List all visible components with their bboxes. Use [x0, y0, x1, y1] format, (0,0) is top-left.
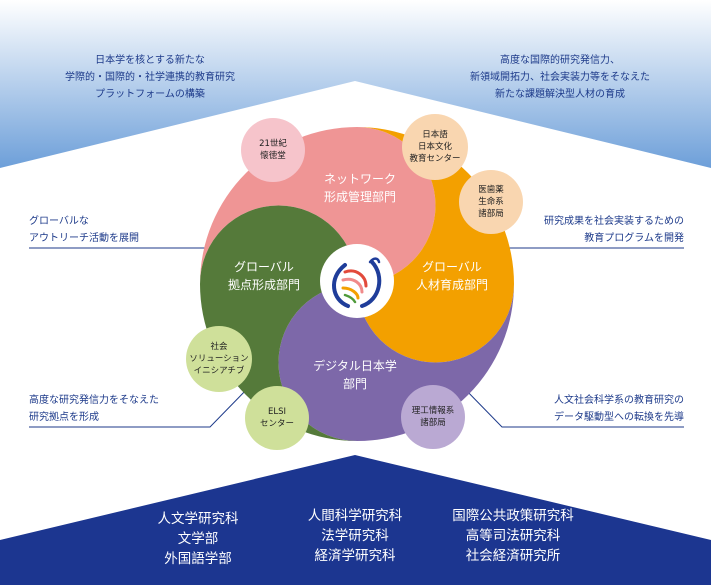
note-line: データ駆動型への転換を先導 [554, 412, 684, 423]
note-mid-right: 研究成果を社会実装するための 教育プログラムを開発 [484, 213, 684, 247]
note-line: 新たな課題解決型人材の育成 [495, 89, 625, 100]
note-line: 学際的・国際的・社学連携的教育研究 [65, 72, 235, 83]
satellite-japanese-center-label: 日本語日本文化教育センター [409, 130, 461, 164]
note-line: 新領域開拓力、社会実装力等をそなえた [470, 72, 650, 83]
satellite-science-circle [401, 385, 465, 449]
segment-digital-label: デジタル日本学部門 [313, 359, 397, 391]
note-line: 高度な研究発信力をそなえた [29, 395, 159, 406]
faculty-item: 経済学研究科 [314, 548, 396, 564]
faculty-item: 外国語学部 [164, 551, 232, 567]
satellite-elsi-circle [245, 386, 309, 450]
satellite-science-label: 理工情報系諸部局 [411, 406, 455, 428]
note-line: 高度な国際的研究発信力、 [500, 55, 620, 66]
satellite-medical-circle [459, 170, 523, 234]
segment-global-hub-label: グローバル拠点形成部門 [227, 260, 300, 292]
satellite-japanese-center-circle [402, 114, 468, 180]
faculty-group: 国際公共政策研究科 高等司法研究科 社会経済研究所 [433, 506, 593, 566]
note-top-right: 高度な国際的研究発信力、 新領域開拓力、社会実装力等をそなえた 新たな課題解決型… [440, 52, 680, 103]
note-line: グローバルな [29, 216, 89, 227]
satellite-kaitokudo-circle [241, 118, 305, 182]
faculty-item: 人間科学研究科 [307, 508, 403, 524]
satellite-medical-label: 医歯薬生命系諸部局 [478, 185, 504, 219]
phoenix-logo-icon [332, 257, 382, 308]
faculty-item: 文学部 [177, 531, 219, 547]
bottom-banner [0, 455, 711, 585]
faculty-group: 人間科学研究科 法学研究科 経済学研究科 [285, 506, 425, 566]
note-bottom-left: 高度な研究発信力をそなえた 研究拠点を形成 [29, 392, 229, 426]
satellite-social-solution-circle [186, 326, 252, 392]
segment-global-talent-label: グローバル人材育成部門 [415, 260, 488, 292]
leader-line [461, 385, 684, 428]
note-line: 研究拠点を形成 [29, 412, 99, 423]
note-bottom-right: 人文社会科学系の教育研究の データ駆動型への転換を先導 [484, 392, 684, 426]
note-line: プラットフォームの構築 [95, 89, 205, 100]
faculty-item: 法学研究科 [321, 528, 389, 544]
note-line: 日本学を核とする新たな [95, 55, 205, 66]
note-top-left: 日本学を核とする新たな 学際的・国際的・社学連携的教育研究 プラットフォームの構… [30, 52, 270, 103]
faculty-group: 人文学研究科 文学部 外国語学部 [128, 509, 268, 569]
satellite-social-solution-label: 社会ソリューションイニシアチブ [189, 342, 249, 376]
note-line: アウトリーチ活動を展開 [29, 233, 139, 244]
note-line: 教育プログラムを開発 [584, 233, 684, 244]
leader-line [29, 385, 251, 428]
satellite-kaitokudo-label: 21世紀懐徳堂 [259, 139, 287, 161]
faculty-item: 社会経済研究所 [465, 548, 561, 564]
note-line: 人文社会科学系の教育研究の [554, 395, 684, 406]
note-line: 研究成果を社会実装するための [544, 216, 684, 227]
faculty-item: 人文学研究科 [157, 511, 239, 527]
top-banner [0, 0, 711, 168]
segment-network-label: ネットワーク形成管理部門 [323, 172, 396, 204]
faculty-item: 高等司法研究科 [465, 528, 561, 544]
note-mid-left: グローバルな アウトリーチ活動を展開 [29, 213, 209, 247]
faculty-item: 国際公共政策研究科 [452, 508, 574, 524]
